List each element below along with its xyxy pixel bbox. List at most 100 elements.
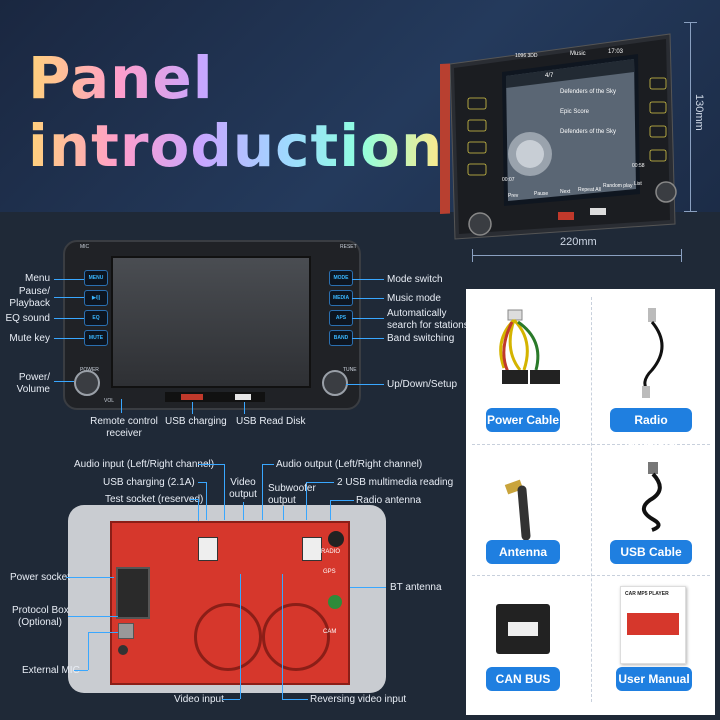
height-dimension-label: 130mm: [693, 94, 705, 131]
fan-right: [262, 603, 330, 671]
callout-sub-out: Subwoofer output: [268, 483, 316, 506]
aps-button[interactable]: APS: [329, 310, 353, 326]
leader-remote: [121, 399, 122, 413]
radio-antenna-port[interactable]: [328, 531, 344, 547]
callout-music: Music mode: [387, 293, 441, 304]
eq-button[interactable]: EQ: [84, 310, 108, 326]
reset-label: RESET: [340, 244, 357, 250]
leader-mute: [54, 338, 84, 339]
callout-menu: Menu: [24, 273, 50, 284]
callout-power-socket: Power socket: [10, 572, 71, 583]
leader-usb-multi-h: [306, 482, 334, 483]
protocol-box-port[interactable]: [118, 623, 134, 639]
leader-reversing-v: [282, 574, 283, 699]
width-dimension-line: [472, 255, 682, 256]
leader-video-input-h: [222, 699, 240, 700]
accessory-power-cable: Power Cable: [486, 408, 560, 432]
leader-usb-charging: [192, 402, 193, 414]
callout-video-output: Video output: [229, 477, 257, 500]
track-3: Defenders of the Sky: [560, 129, 617, 135]
bottom-port-strip: [165, 392, 265, 402]
vol-label: VOL: [104, 398, 115, 404]
ctrl-next: Next: [560, 189, 571, 195]
callout-band: Band switching: [387, 333, 455, 344]
ctrl-repeat: Repeat All: [578, 187, 601, 193]
cam-mark: CAM: [323, 629, 337, 635]
callout-auto: Automatically search for stations: [387, 308, 469, 331]
can-bus-label-sticker: [508, 622, 538, 636]
leader-usb-charge-h: [198, 482, 206, 483]
bt-antenna-port[interactable]: [328, 595, 342, 609]
leader-audio-out-v: [262, 464, 263, 520]
leader-music: [352, 298, 384, 299]
callout-updown: Up/Down/Setup: [387, 379, 458, 390]
callout-eq: EQ sound: [5, 313, 50, 324]
antenna-image: [504, 479, 531, 540]
callout-power: Power/ Volume: [16, 372, 50, 395]
leader-video-output: [243, 502, 244, 520]
usb-charge-port-rear[interactable]: [198, 537, 218, 561]
top-status-time: 17:03: [608, 49, 624, 55]
leader-power: [54, 381, 74, 382]
callout-audio-out: Audio output (Left/Right channel): [276, 459, 423, 470]
usb-cable-image: [642, 462, 662, 532]
power-cable-image: [499, 309, 560, 384]
callout-reversing: Reversing video input: [310, 694, 407, 705]
leader-audio-in-v: [224, 464, 225, 520]
leader-usb-read: [244, 402, 245, 414]
usb-read-port[interactable]: [235, 394, 251, 400]
usb-charging-port[interactable]: [181, 394, 203, 400]
leader-test-h: [190, 499, 198, 500]
ctrl-random: Random play: [603, 183, 633, 189]
leader-auto: [352, 318, 384, 319]
menu-button[interactable]: MENU: [84, 270, 108, 286]
ctrl-list: List: [634, 181, 642, 187]
leader-radio-v: [330, 500, 331, 520]
usb-multimedia-port-rear[interactable]: [302, 537, 322, 561]
callout-protocol-box: Protocol Box (Optional): [12, 605, 69, 628]
media-button[interactable]: MEDIA: [329, 290, 353, 306]
leader-audio-in-h: [198, 464, 224, 465]
height-tick-bottom: [684, 211, 697, 212]
height-dimension-line: [690, 22, 691, 212]
power-volume-knob[interactable]: [74, 370, 100, 396]
rear-chassis: [68, 505, 386, 693]
callout-test-socket: Test socket (reserved): [105, 494, 204, 505]
callout-usb-multi: 2 USB multimedia reading: [337, 477, 454, 488]
accessory-antenna: Antenna: [486, 540, 560, 564]
leader-mic-h: [74, 670, 88, 671]
mode-button[interactable]: MODE: [329, 270, 353, 286]
leader-usb-multi-v: [306, 482, 307, 520]
accessories-divider-1: [472, 444, 710, 445]
top-status-center: Music: [570, 51, 586, 57]
manual-cover-title: CAR MP5 PLAYER: [625, 591, 669, 597]
height-tick-top: [684, 22, 697, 23]
stereo-front-panel: [63, 240, 361, 410]
leader-mode: [352, 279, 384, 280]
manual-cover-picture: [627, 613, 679, 635]
radio-mark: RADIO: [321, 549, 341, 555]
callout-radio-antenna: Radio antenna: [356, 495, 422, 506]
tune-knob[interactable]: [322, 370, 348, 396]
play-pause-button[interactable]: ▶/||: [84, 290, 108, 306]
accessory-user-manual: User Manual: [616, 667, 692, 691]
accessory-can-bus: CAN BUS: [486, 667, 560, 691]
leader-mic-h2: [88, 632, 118, 633]
band-button[interactable]: BAND: [329, 330, 353, 346]
title-line-1: Panel: [28, 44, 214, 112]
user-manual-image: CAR MP5 PLAYER: [620, 586, 686, 664]
gps-mark: GPS: [323, 569, 336, 575]
ctrl-pause: Pause: [534, 191, 549, 197]
radio-antenna-image: [642, 308, 664, 398]
leader-eq: [54, 318, 84, 319]
external-mic-port[interactable]: [118, 645, 128, 655]
mute-button[interactable]: MUTE: [84, 330, 108, 346]
leader-audio-out-h: [262, 464, 274, 465]
power-socket[interactable]: [116, 567, 150, 619]
leader-reversing-h: [282, 699, 308, 700]
track-2: Epic Score: [560, 109, 590, 115]
time-total: 00:58: [632, 163, 645, 169]
width-dimension-label: 220mm: [560, 236, 597, 248]
tune-label: TUNE: [343, 367, 357, 373]
callout-mute: Mute key: [9, 333, 50, 344]
